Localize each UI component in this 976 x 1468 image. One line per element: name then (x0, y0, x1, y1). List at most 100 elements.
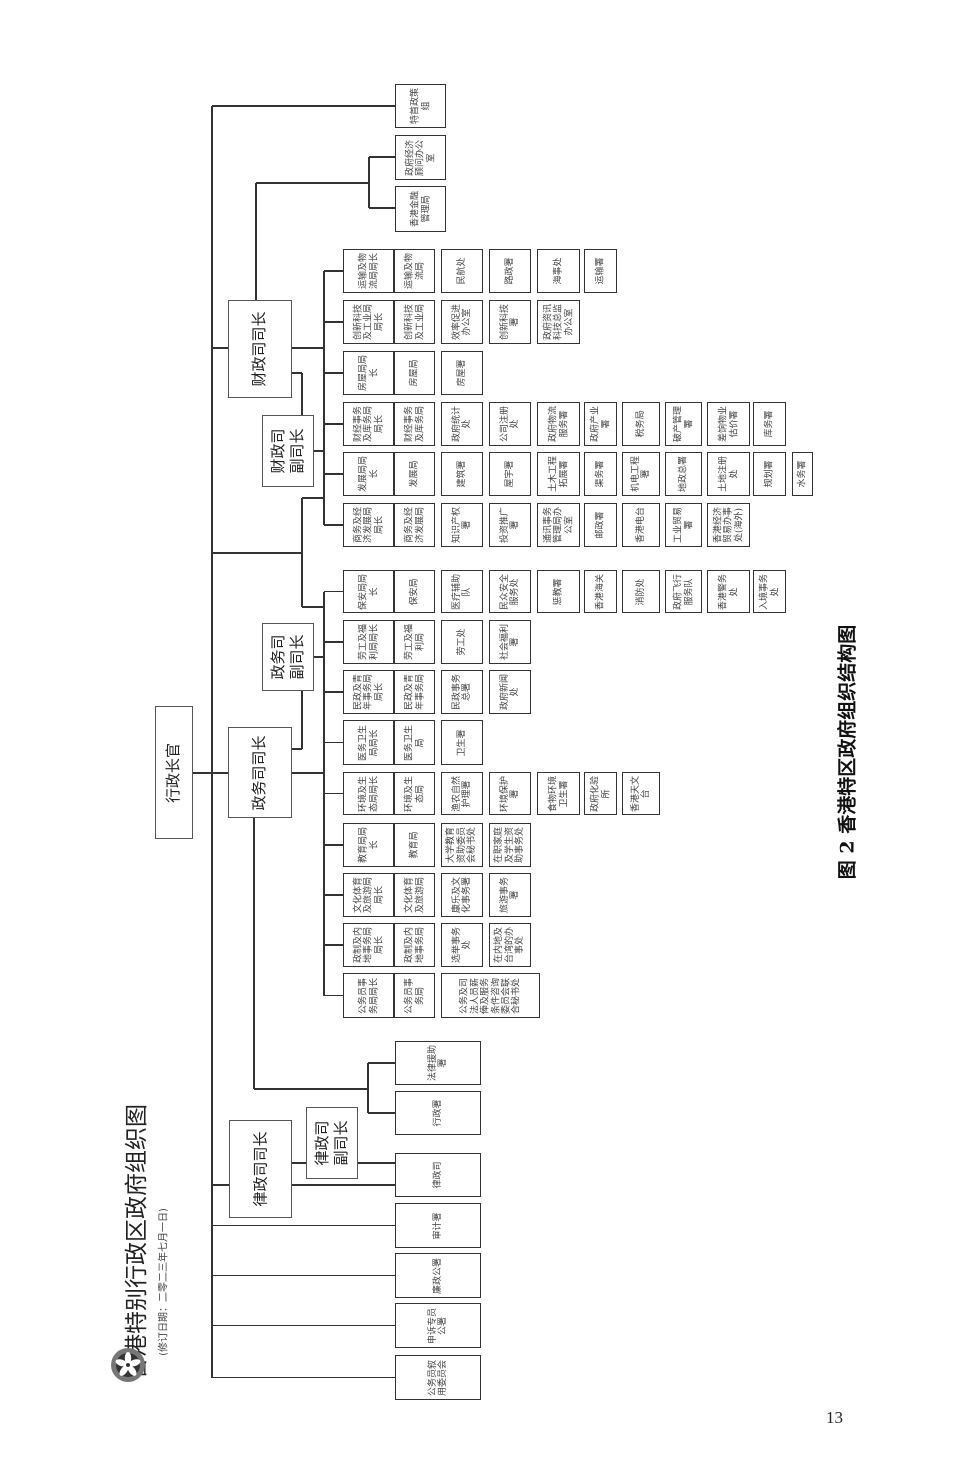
hksar-emblem-icon (110, 1347, 146, 1383)
connector-line (324, 321, 343, 323)
admin-unit-box-label: 医疗辅助队 (451, 573, 472, 610)
admin-head-box-label: 医务卫生局局长 (358, 724, 379, 761)
finance-head-box-label: 创新科技及工业局局长 (352, 304, 384, 341)
admin-bureau-box-label: 医务卫生局 (404, 724, 425, 761)
finance-unit-box: 通讯事务管理局办公室 (537, 503, 580, 547)
admin-unit-box-label: 旅游事务署 (499, 877, 520, 914)
finance-unit-box: 地政总署 (665, 452, 702, 496)
admin-bureau-box: 公务员事务局 (394, 973, 435, 1018)
finance-unit-box: 政府资讯科技总监办公室 (537, 300, 580, 344)
admin-unit-box-label: 康乐及文化事务署 (451, 877, 472, 914)
connector-line (193, 772, 228, 774)
connector-line (314, 450, 324, 452)
revision-date: (修订日期：二零二三年七月一日) (158, 1208, 170, 1356)
admin-unit-box: 民众安全服务处 (489, 570, 531, 613)
department-of-justice-box: 律政司 (395, 1153, 481, 1197)
admin-unit-box-label: 渔农自然护理署 (451, 775, 472, 812)
finance-unit-box: 公司注册处 (489, 402, 531, 446)
connector-line (255, 183, 257, 300)
admin-unit-box: 医疗辅助队 (441, 570, 483, 613)
legal-aid-box-label: 法律援助署 (427, 1045, 448, 1082)
independent-body-box-label: 公务员叙用委员会 (427, 1359, 448, 1396)
finance-bureau-box: 创新科技及工业局 (394, 300, 435, 344)
deputy-chief-secretary-box-label: 政务司副司长 (268, 634, 307, 680)
finance-bureau-box: 运输及物流局 (394, 249, 435, 293)
admin-unit-box: 食物环境卫生署 (537, 772, 580, 815)
admin-bureau-box: 文化体育及旅游局 (394, 873, 435, 917)
admin-unit-box: 社会福利署 (489, 620, 531, 664)
independent-body-box: 公务员叙用委员会 (395, 1355, 481, 1400)
finance-unit-box: 房屋署 (441, 351, 483, 395)
admin-bureau-box: 政制及内地事务局 (394, 923, 435, 967)
admin-unit-box: 选举事务处 (441, 923, 483, 967)
admin-unit-box-label: 卫生署 (456, 729, 467, 757)
admin-bureau-box-label: 劳工及福利局 (404, 624, 425, 661)
admin-unit-box-label: 政府飞行服务队 (673, 573, 694, 610)
finance-unit-box: 差饷物业估价署 (707, 402, 750, 446)
connector-line (324, 994, 343, 997)
finance-unit-box-label: 知识产权署 (451, 507, 472, 544)
connector-line (368, 1112, 395, 1114)
finance-unit-box-label: 政府资讯科技总监办公室 (542, 304, 574, 341)
finance-head-box-label: 财经事务及库务局局长 (352, 406, 384, 443)
connector-line (212, 1184, 229, 1186)
finance-unit-box-label: 渠务署 (595, 460, 606, 488)
admin-unit-box-label: 政府化验所 (590, 775, 611, 812)
econ-advisor-box: 政府经济顾问办公室 (395, 135, 446, 180)
admin-head-box: 政制及内地事务局局长 (343, 923, 394, 967)
connector-line (324, 524, 343, 526)
finance-unit-box-label: 邮政署 (595, 511, 606, 539)
admin-unit-box-label: 在职家庭及学生资助事务处 (494, 827, 526, 864)
finance-unit-box: 库务署 (753, 402, 786, 446)
department-of-justice-box-label: 律政司 (432, 1161, 443, 1189)
admin-unit-box: 康乐及文化事务署 (441, 873, 483, 917)
finance-unit-box: 创新科技署 (489, 300, 531, 344)
admin-bureau-box-label: 教育局 (409, 831, 420, 859)
finance-unit-box: 破产管理署 (665, 402, 702, 446)
administration-wing-box-label: 行政署 (432, 1099, 443, 1127)
admin-bureau-box-label: 民政及青年事务局 (404, 674, 425, 711)
finance-unit-box: 屋宇署 (489, 452, 531, 496)
admin-bureau-box-label: 政制及内地事务局 (404, 927, 425, 964)
admin-unit-box: 环境保护署 (489, 772, 531, 815)
deputy-secretary-for-justice-box: 律政司副司长 (306, 1107, 358, 1179)
admin-head-box: 文化体育及旅游局局长 (343, 873, 394, 917)
connector-line (324, 894, 343, 896)
admin-unit-box-label: 劳工处 (456, 628, 467, 656)
admin-head-box: 民政及青年事务局局长 (343, 670, 394, 714)
admin-unit-box: 公务及司法人员薪俸及服务条件咨询委员会联合秘书处 (441, 973, 540, 1018)
connector-line (212, 1274, 395, 1277)
finance-head-box-label: 商务及经济发展局局长 (352, 507, 384, 544)
finance-bureau-box-label: 发展局 (409, 460, 420, 488)
connector-line (358, 1162, 395, 1164)
connector-line (212, 1224, 395, 1227)
finance-bureau-box-label: 商务及经济发展局 (404, 507, 425, 544)
connector-line (314, 656, 324, 658)
deputy-financial-secretary-box: 财政司副司长 (262, 415, 314, 487)
admin-head-box-label: 政制及内地事务局局长 (352, 927, 384, 964)
connector-line (324, 270, 343, 272)
finance-unit-box: 建筑署 (441, 452, 483, 496)
admin-head-box: 保安局局长 (343, 570, 394, 613)
independent-body-box-label: 廉政公署 (432, 1257, 443, 1294)
connector-line (367, 1063, 369, 1113)
connector-line (369, 156, 395, 158)
independent-body-box: 申诉专员公署 (395, 1303, 481, 1348)
admin-unit-box: 香港海关 (584, 570, 617, 613)
admin-head-box-label: 民政及青年事务局局长 (352, 674, 384, 711)
finance-head-box-label: 运输及物流局局长 (358, 253, 379, 290)
financial-secretary-box-label: 财政司司长 (250, 311, 269, 387)
connector-line (368, 1062, 395, 1064)
connector-line (369, 207, 395, 209)
admin-unit-box-label: 公务及司法人员薪俸及服务条件咨询委员会联合秘书处 (459, 977, 522, 1014)
figure-caption: 图 2 香港特区政府组织结构图 (836, 624, 859, 880)
finance-unit-box: 投资推广署 (489, 503, 531, 547)
independent-body-box: 廉政公署 (395, 1253, 481, 1298)
finance-head-box-label: 发展局局长 (358, 456, 379, 493)
admin-unit-box-label: 大学教育资助委员会秘书处 (446, 827, 478, 864)
admin-unit-box: 惩教署 (537, 570, 580, 613)
admin-unit-box-label: 社会福利署 (499, 624, 520, 661)
finance-unit-box-label: 效率促进办公室 (451, 304, 472, 341)
hkma-box: 香港金融管理局 (395, 186, 446, 232)
finance-unit-box: 民航处 (441, 249, 483, 293)
